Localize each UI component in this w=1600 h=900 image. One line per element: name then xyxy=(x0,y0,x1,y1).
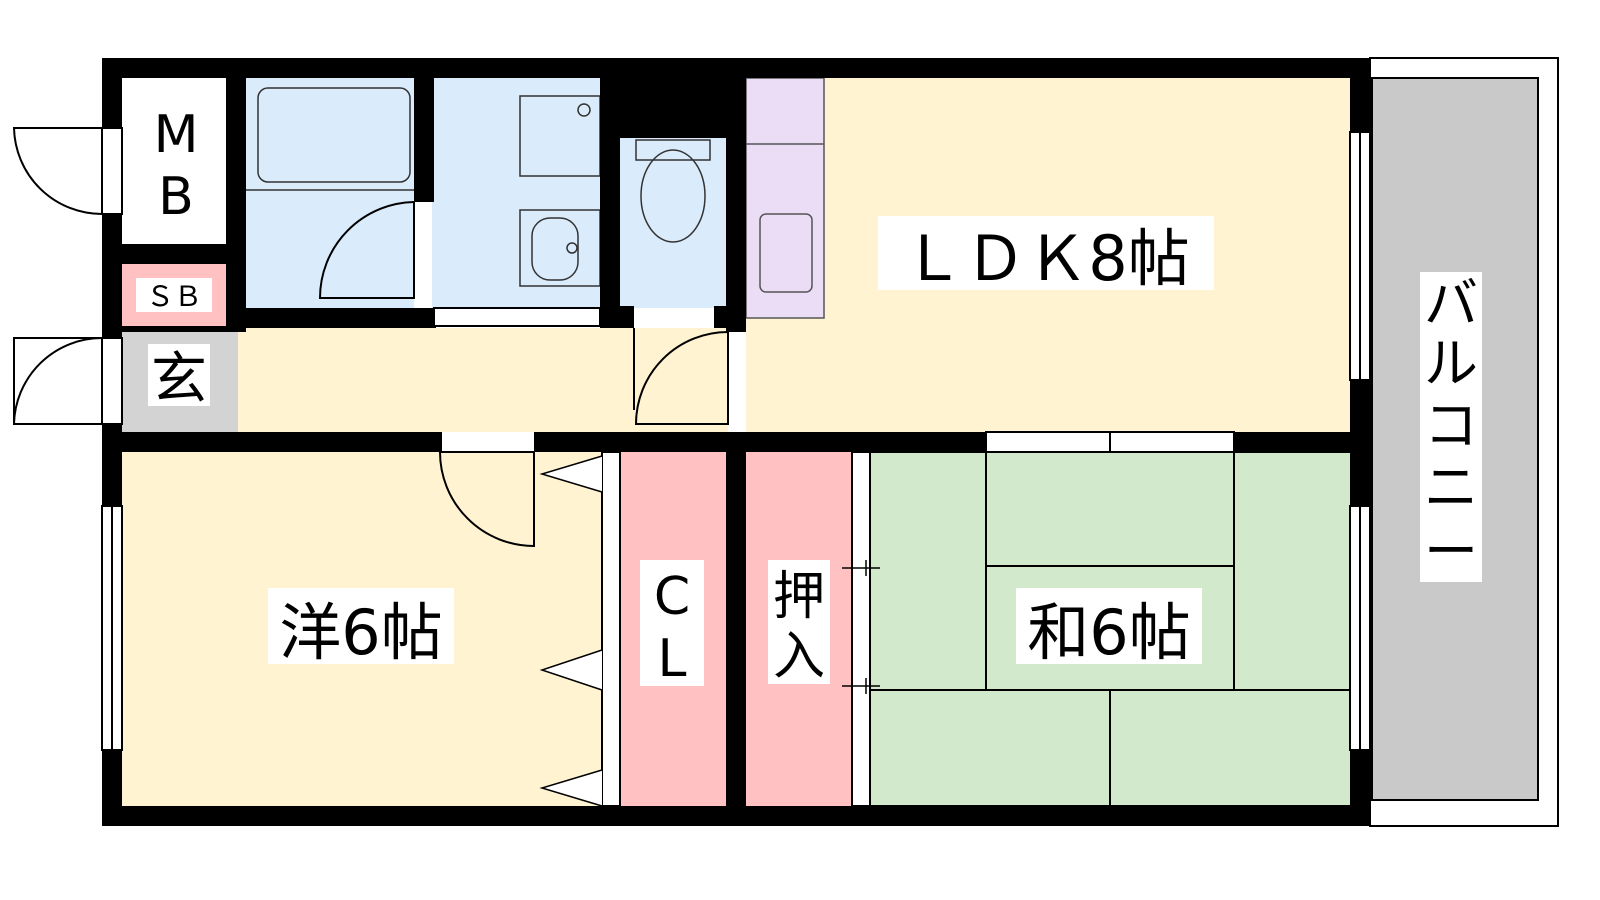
windows xyxy=(101,127,1371,751)
balcony-label-1: バ xyxy=(1424,272,1478,335)
washroom-floor xyxy=(432,76,602,308)
oshiire-label-line2: 入 xyxy=(773,627,825,687)
toilet-icon xyxy=(635,139,711,243)
mb-label-line2: B xyxy=(158,167,194,227)
oshiire-label-line1: 押 xyxy=(773,567,825,627)
hallway-floor xyxy=(238,328,728,432)
closet-rail-marks xyxy=(539,455,603,807)
doors xyxy=(12,127,729,548)
toilet-floor xyxy=(620,138,728,308)
kitchen-fixtures xyxy=(746,143,824,293)
bathtub-icon xyxy=(246,87,414,191)
balcony-label-2: ル xyxy=(1424,332,1478,395)
genkan-label: 玄 xyxy=(151,347,207,412)
balcony-label-5: ー xyxy=(1424,520,1478,583)
ldk-label: ＬＤＫ8帖 xyxy=(902,222,1189,295)
label-backgrounds xyxy=(136,216,1482,686)
sb-label: ＳＢ xyxy=(146,280,202,313)
closet-label-line1: C xyxy=(654,567,690,627)
mb-floor xyxy=(120,76,228,244)
bathroom-floor xyxy=(246,76,414,308)
walls xyxy=(102,58,1370,826)
closet-label-line2: L xyxy=(658,629,687,689)
balcony-label-4: ニ xyxy=(1424,456,1478,519)
mb-label-line1: M xyxy=(154,105,199,165)
washitsu-label: 和6帖 xyxy=(1027,596,1190,669)
western-room-label: 洋6帖 xyxy=(279,596,442,669)
oshiire-rail-marks xyxy=(842,560,880,694)
balcony-label-3: コ xyxy=(1424,394,1478,457)
thin-partitions xyxy=(433,307,1235,807)
